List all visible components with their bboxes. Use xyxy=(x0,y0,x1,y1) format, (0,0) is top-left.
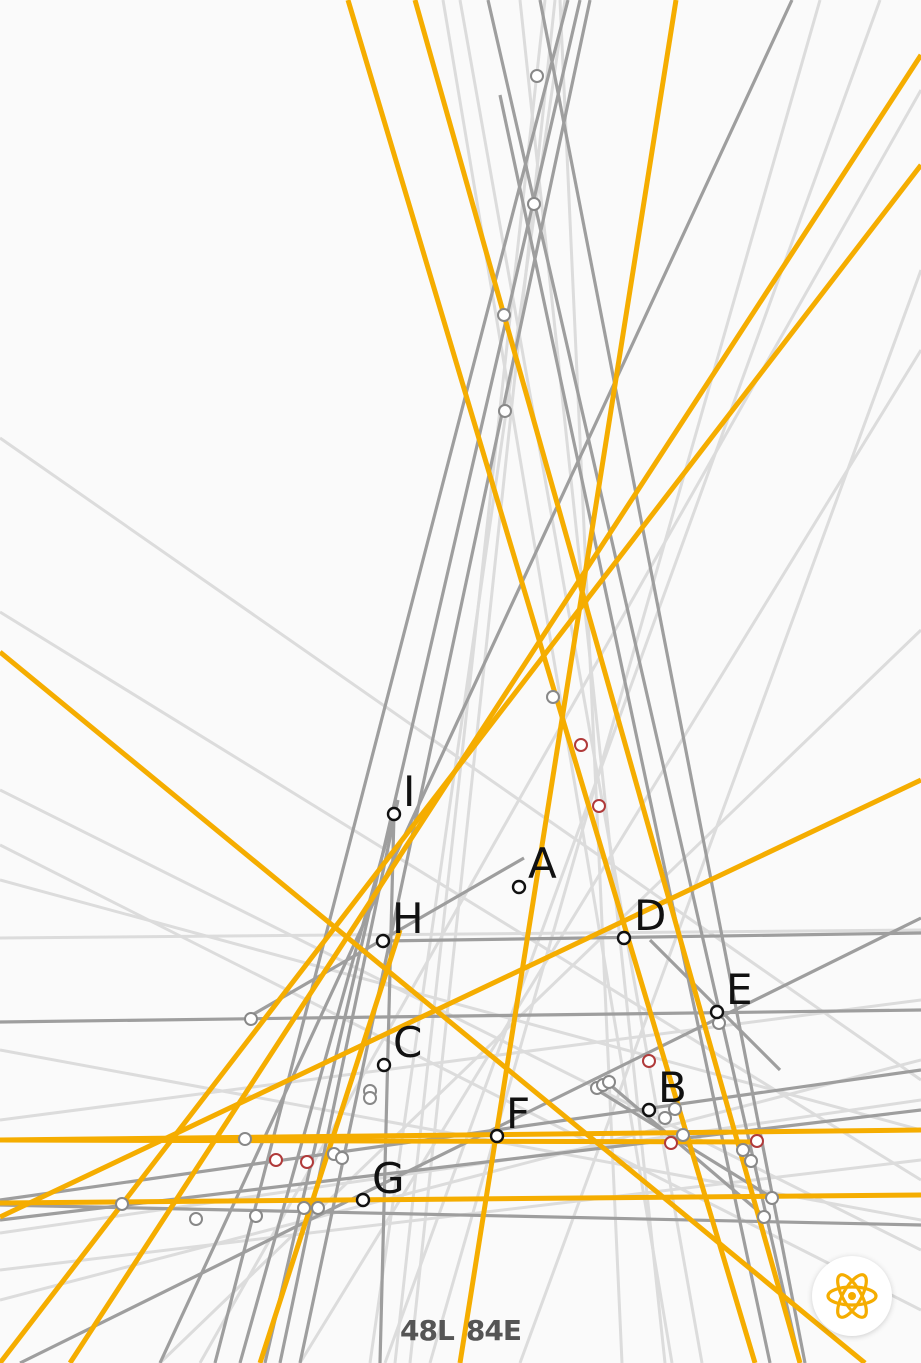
intersection-point[interactable] xyxy=(658,1111,672,1125)
point-d[interactable] xyxy=(616,930,632,946)
point-i[interactable] xyxy=(386,806,402,822)
given-line xyxy=(383,0,882,1363)
constructed-line xyxy=(412,0,803,1363)
given-line xyxy=(0,843,921,1312)
intersection-point[interactable] xyxy=(363,1091,377,1105)
intersection-point[interactable] xyxy=(497,308,511,322)
intersection-point[interactable] xyxy=(668,1102,682,1116)
given-line xyxy=(298,349,921,1363)
point-h[interactable] xyxy=(375,933,391,949)
point-b[interactable] xyxy=(641,1102,657,1118)
intersection-point[interactable] xyxy=(498,404,512,418)
hint-point[interactable] xyxy=(574,738,588,752)
given-line xyxy=(158,628,921,1363)
given-line xyxy=(498,94,772,1363)
point-a-label: A xyxy=(528,839,557,888)
point-g-label: G xyxy=(372,1154,405,1203)
intersection-point[interactable] xyxy=(602,1075,616,1089)
constructed-line xyxy=(257,929,403,1363)
intersection-point[interactable] xyxy=(189,1212,203,1226)
given-line xyxy=(378,813,396,1363)
labeled-points-layer xyxy=(355,806,725,1208)
given-line xyxy=(518,269,921,1363)
intersection-point[interactable] xyxy=(757,1210,771,1224)
intersection-point[interactable] xyxy=(736,1143,750,1157)
intersection-point[interactable] xyxy=(530,69,544,83)
given-line xyxy=(278,799,400,1363)
intersection-point[interactable] xyxy=(249,1209,263,1223)
point-i-label: I xyxy=(403,767,415,816)
point-c[interactable] xyxy=(376,1057,392,1073)
given-line xyxy=(0,928,921,940)
point-e[interactable] xyxy=(709,1004,725,1020)
elements-count: 84E xyxy=(465,1314,522,1347)
constructed-line xyxy=(0,650,867,1363)
hint-button[interactable] xyxy=(812,1256,892,1336)
point-e-label: E xyxy=(726,965,753,1014)
given-line xyxy=(0,1008,921,1024)
intersection-point[interactable] xyxy=(238,1132,252,1146)
given-line xyxy=(0,1203,921,1227)
intersection-point[interactable] xyxy=(297,1201,311,1215)
given-line xyxy=(0,1058,921,1302)
given-line xyxy=(0,998,921,1122)
constructed-line xyxy=(0,1192,921,1206)
point-g[interactable] xyxy=(355,1192,371,1208)
point-f-label: F xyxy=(506,1089,530,1138)
intersection-point[interactable] xyxy=(244,1012,258,1026)
hint-point[interactable] xyxy=(750,1134,764,1148)
given-line xyxy=(0,878,921,1132)
point-f[interactable] xyxy=(489,1128,505,1144)
intersection-point[interactable] xyxy=(676,1128,690,1142)
constructed-line xyxy=(345,0,758,1363)
intersection-point[interactable] xyxy=(115,1197,129,1211)
constructed-line xyxy=(0,777,921,1220)
given-line xyxy=(379,931,921,943)
constructed-line xyxy=(67,53,921,1363)
intersection-point[interactable] xyxy=(311,1201,325,1215)
given-line xyxy=(486,0,802,1363)
intersection-point[interactable] xyxy=(765,1191,779,1205)
given-line xyxy=(648,938,782,1072)
intersection-point[interactable] xyxy=(546,690,560,704)
constructed-line xyxy=(0,163,921,1363)
hint-point[interactable] xyxy=(269,1153,283,1167)
lines-count: 48L xyxy=(400,1314,455,1347)
hint-point[interactable] xyxy=(664,1136,678,1150)
given-line xyxy=(606,1081,766,1218)
hint-point[interactable] xyxy=(592,799,606,813)
constructed-line xyxy=(0,1137,761,1145)
hint-point[interactable] xyxy=(642,1054,656,1068)
intersection-point[interactable] xyxy=(335,1151,349,1165)
point-b-label: B xyxy=(658,1063,687,1112)
point-a[interactable] xyxy=(511,879,527,895)
hint-point[interactable] xyxy=(300,1155,314,1169)
point-h-label: H xyxy=(392,894,424,943)
hint-points-layer xyxy=(269,738,764,1169)
unlabeled-points-layer xyxy=(115,69,779,1226)
intersection-point[interactable] xyxy=(744,1154,758,1168)
given-line xyxy=(458,0,704,1363)
point-d-label: D xyxy=(634,891,666,940)
point-labels-layer: A B C D E F G H I xyxy=(372,767,753,1203)
intersection-point[interactable] xyxy=(527,197,541,211)
status-bar: 48L 84E xyxy=(0,1314,921,1347)
atom-icon xyxy=(826,1273,878,1319)
point-c-label: C xyxy=(393,1018,422,1067)
